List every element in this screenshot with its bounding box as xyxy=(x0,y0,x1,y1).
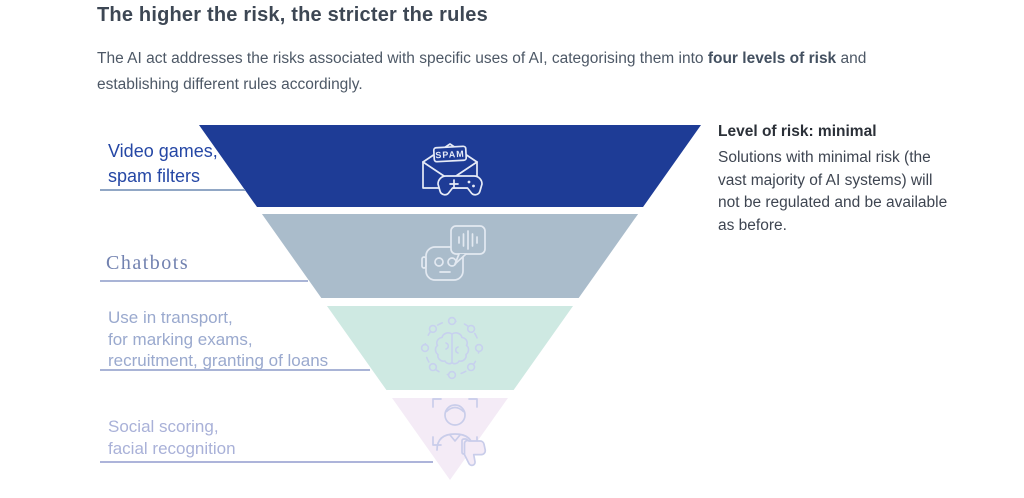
spam-badge-label: SPAM xyxy=(435,149,465,161)
intro-text: The AI act addresses the risks associate… xyxy=(97,46,915,98)
spam-game-controller-icon: SPAM xyxy=(422,143,483,196)
intro-text-after: and establishing different rules accordi… xyxy=(97,50,867,93)
intro-text-before: The AI act addresses the risks associate… xyxy=(97,50,708,67)
leader-line-unacceptable xyxy=(100,461,433,463)
intro-text-bold: four levels of risk xyxy=(707,50,837,67)
ai-network-brain-icon xyxy=(420,316,484,380)
detail-panel-body: Solutions with minimal risk (the vast ma… xyxy=(718,149,948,234)
risk-label-limited: Chatbots xyxy=(106,252,190,274)
detail-panel-heading: Level of risk: minimal xyxy=(718,123,877,140)
leader-line-minimal xyxy=(100,189,245,191)
leader-line-limited xyxy=(100,280,308,282)
risk-band-minimal xyxy=(199,125,701,207)
leader-line-high xyxy=(100,369,370,371)
risk-label-unacceptable: Social scoring, facial recognition xyxy=(108,417,236,458)
risk-label-minimal: Video games, spam filters xyxy=(108,141,218,186)
page-title: The higher the risk, the stricter the ru… xyxy=(97,4,488,26)
facial-recognition-thumbs-down-icon xyxy=(432,398,487,467)
risk-label-high: Use in transport, for marking exams, rec… xyxy=(108,308,329,370)
chatbot-icon xyxy=(421,225,486,281)
